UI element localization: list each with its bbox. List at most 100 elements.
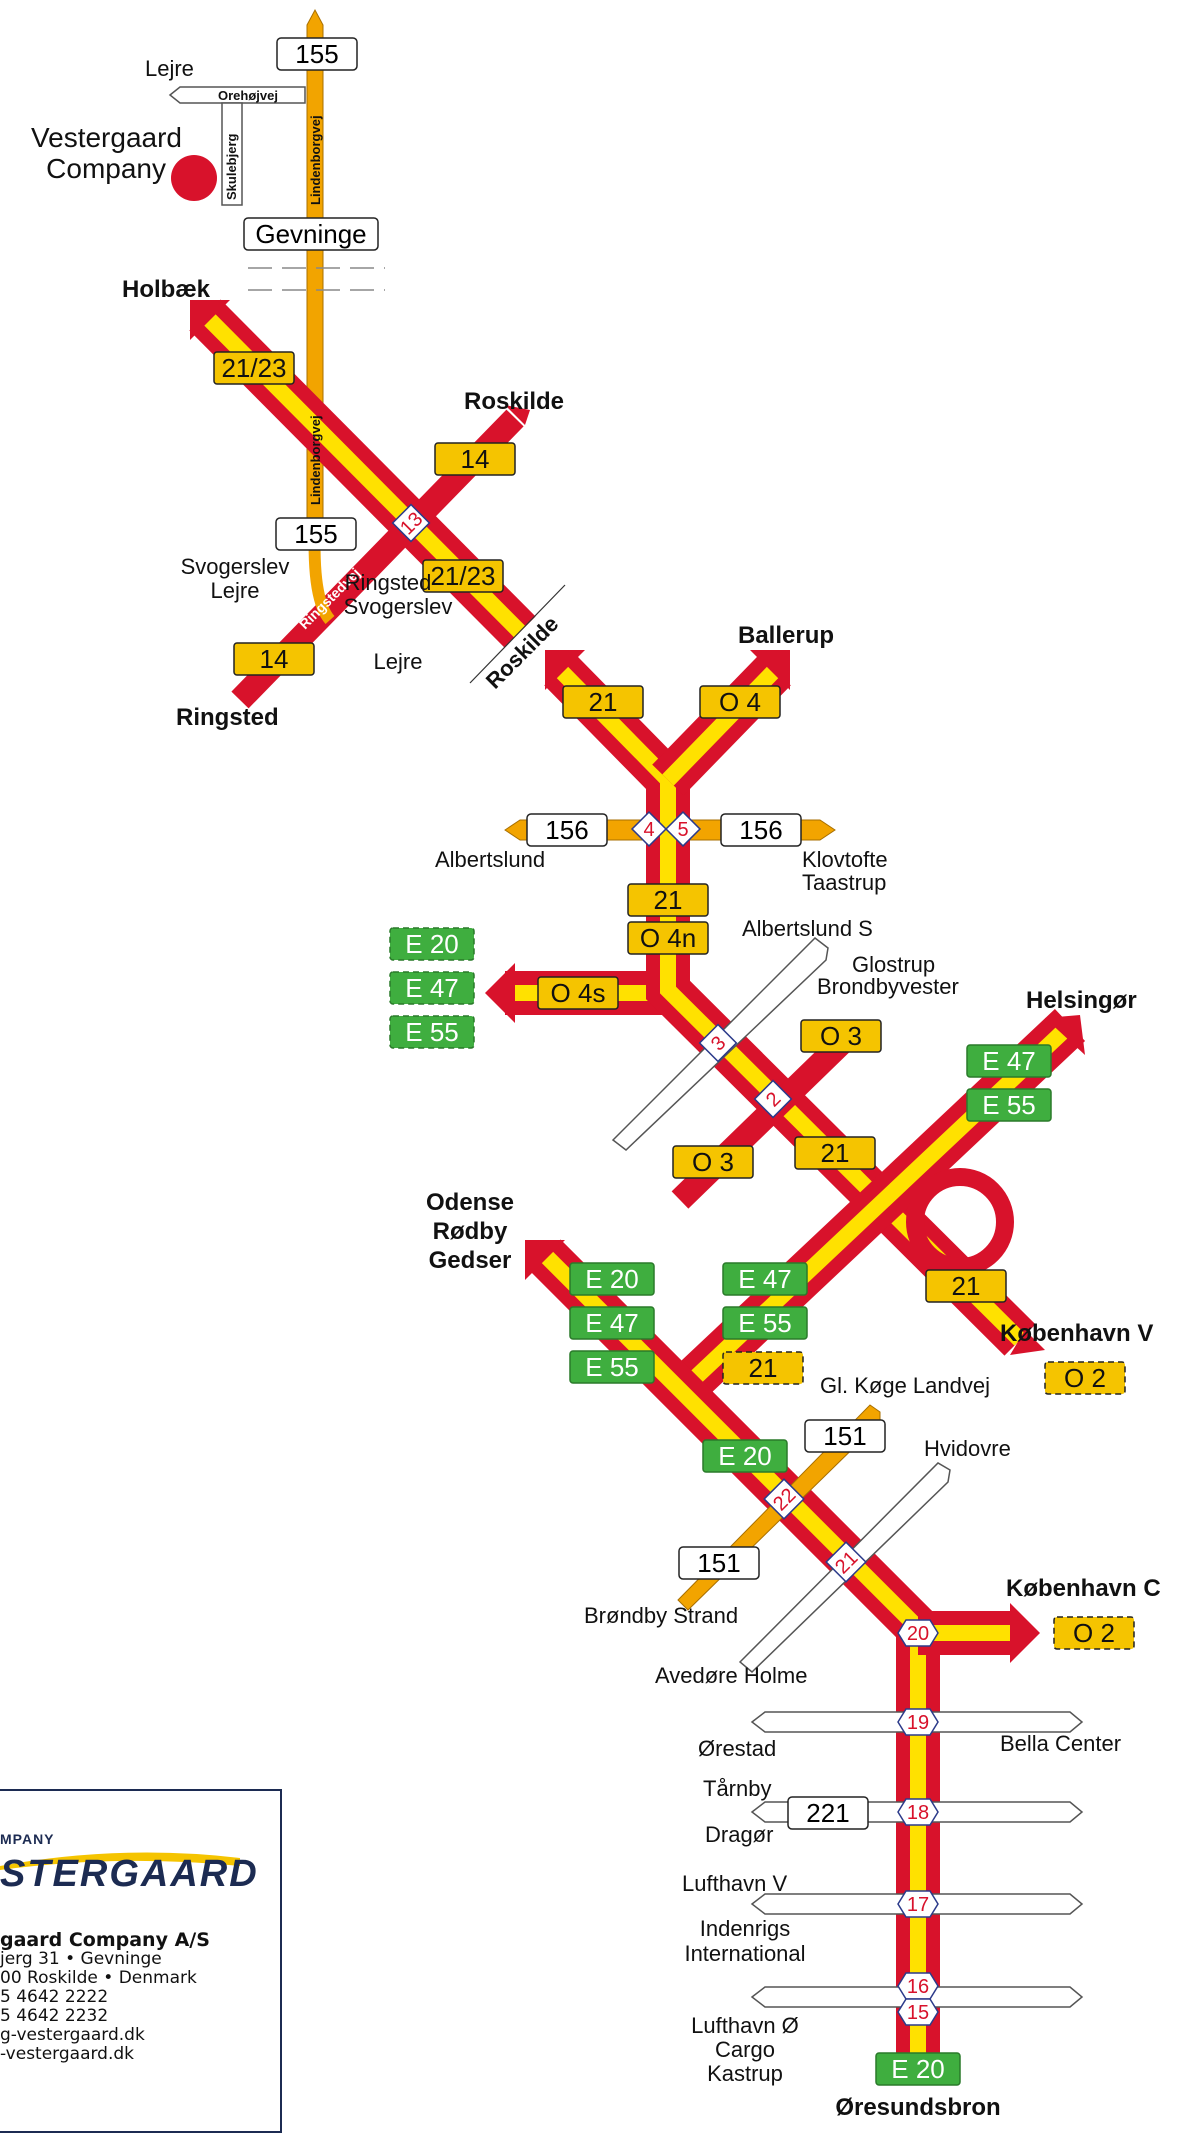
shield-156-east-text: 156 (739, 815, 782, 845)
road-break-lines (248, 267, 385, 291)
shield-o2-a (1044, 1361, 1126, 1395)
label-kobenhavn-v: København V (1000, 1320, 1153, 1347)
shield-155-mid (275, 517, 357, 551)
euro-e55-b (966, 1088, 1052, 1122)
label-lejre-svog: Lejre (211, 578, 260, 603)
label-albertslund: Albertslund (435, 847, 545, 872)
shield-21-23-b-text: 21/23 (430, 561, 495, 591)
exit-5 (664, 810, 702, 848)
shield-21-a (562, 685, 644, 719)
shield-221 (787, 1796, 869, 1830)
shield-o3-b-text: O 3 (692, 1147, 734, 1177)
label-roskilde: Roskilde (464, 388, 564, 415)
label-svogerslev: Svogerslev (181, 554, 290, 579)
label-ringsted-sv-1: Ringsted (345, 570, 432, 595)
euro-e55-a-text: E 55 (405, 1017, 459, 1047)
shield-o4n (627, 921, 709, 955)
lindenborgvej-label-mid: Lindenborgvej (308, 415, 323, 505)
logo-wordmark: STERGAARD (0, 1853, 259, 1895)
shield-21-23-b (422, 559, 504, 593)
exit-16-text: 16 (907, 1976, 929, 1998)
company-name-line1: Vestergaard (31, 122, 182, 153)
exit-3 (698, 1023, 738, 1063)
euro-e47-b-text: E 47 (982, 1046, 1036, 1076)
label-kobenhavn-c: København C (1006, 1575, 1161, 1602)
exit-4 (630, 810, 668, 848)
shield-gevninge (243, 217, 379, 251)
shield-o3-b (672, 1145, 754, 1179)
company-location-dot (171, 155, 217, 201)
euro-e20-d (875, 2052, 961, 2086)
place-labels: Lejre Holbæk Roskilde Svogerslev Lejre R… (122, 56, 1161, 2120)
label-hvidovre: Hvidovre (924, 1436, 1011, 1461)
label-oresundsbron: Øresundsbron (835, 2094, 1000, 2120)
roskilde-boundary-line (469, 584, 566, 684)
exit-22 (763, 1478, 805, 1520)
company-name-line2: Company (46, 153, 166, 184)
shield-o4-a (699, 685, 781, 719)
label-indenrigs: Indenrigs (700, 1916, 791, 1941)
label-avedore: Avedøre Holme (655, 1663, 807, 1688)
shield-21-d-text: 21 (952, 1271, 981, 1301)
exit-20 (897, 1619, 939, 1647)
exit-15-text: 15 (907, 2002, 929, 2024)
label-glostrup: Glostrup (852, 952, 935, 977)
exit-19-text: 19 (907, 1712, 929, 1734)
label-lufthavn-v: Lufthavn V (682, 1871, 788, 1896)
exit-21 (825, 1541, 867, 1583)
shield-155-mid-text: 155 (294, 519, 337, 549)
label-dragor: Dragør (705, 1822, 773, 1847)
euro-e55-c (569, 1350, 655, 1384)
euro-e47-d-text: E 47 (738, 1264, 792, 1294)
shield-o4-a-text: O 4 (719, 687, 761, 717)
shield-o2-b-text: O 2 (1073, 1618, 1115, 1648)
shield-o3-a-text: O 3 (820, 1021, 862, 1051)
shield-156-west (526, 813, 608, 847)
euro-e20-c (702, 1439, 788, 1473)
euro-shields: E 20 E 47 E 55 E 47 E 55 E 20 E 47 E 55 … (389, 927, 1052, 2086)
address-line-web[interactable]: -vestergaard.dk (0, 2044, 135, 2064)
euro-e47-a (389, 971, 475, 1005)
exit-17-text: 17 (907, 1894, 929, 1916)
label-gedser: Gedser (429, 1247, 512, 1274)
exit-17 (897, 1890, 939, 1918)
shield-21-23-a (213, 351, 295, 385)
address-line-email[interactable]: g-vestergaard.dk (0, 2025, 145, 2045)
shield-gevninge-text: Gevninge (255, 219, 366, 249)
euro-e55-b-text: E 55 (982, 1090, 1036, 1120)
exit-19 (897, 1708, 939, 1736)
label-bella: Bella Center (1000, 1731, 1121, 1756)
shield-14-a (434, 442, 516, 476)
shield-151-b (678, 1546, 760, 1580)
shield-21-23-a-text: 21/23 (221, 353, 286, 383)
exit-markers: 13 4 5 3 2 22 21 20 19 18 17 16 15 (391, 503, 939, 2026)
company-info-box: MPANY STERGAARD gaard Company A/S jerg 3… (0, 1789, 282, 2133)
exit-2 (753, 1079, 793, 1119)
shield-21-d (925, 1269, 1007, 1303)
exit-13 (391, 503, 431, 543)
interchange-loop (906, 1168, 1014, 1276)
euro-e47-c (569, 1306, 655, 1340)
label-holbaek: Holbæk (122, 276, 211, 303)
shield-155-top-text: 155 (295, 39, 338, 69)
white-shields: 155 Gevninge 155 156 156 151 151 221 (243, 37, 886, 1830)
shield-21-c-text: 21 (821, 1138, 850, 1168)
label-taastrup: Taastrup (802, 870, 886, 895)
exit-20-text: 20 (907, 1623, 929, 1645)
exit-18 (897, 1798, 939, 1826)
shield-o2-a-text: O 2 (1064, 1363, 1106, 1393)
exit-18-text: 18 (907, 1802, 929, 1824)
label-orestad: Ørestad (698, 1736, 776, 1761)
euro-e20-b (569, 1262, 655, 1296)
label-international: International (684, 1941, 805, 1966)
label-kastrup: Kastrup (707, 2061, 783, 2086)
address-line-fax: 5 4642 2232 (0, 2006, 109, 2026)
skulebjerg-road (221, 102, 243, 206)
shield-21-a-text: 21 (589, 687, 618, 717)
road-layer (168, 8, 1086, 2080)
shield-155-top (276, 37, 358, 71)
label-ringsted-sv-2: Svogerslev (344, 594, 453, 619)
label-lufthavn-o: Lufthavn Ø (691, 2013, 799, 2038)
yellow-shields: 21/23 14 21/23 14 21 O 4 21 O 4n O 4s O … (213, 351, 1135, 1650)
label-helsingor: Helsingør (1026, 987, 1137, 1014)
